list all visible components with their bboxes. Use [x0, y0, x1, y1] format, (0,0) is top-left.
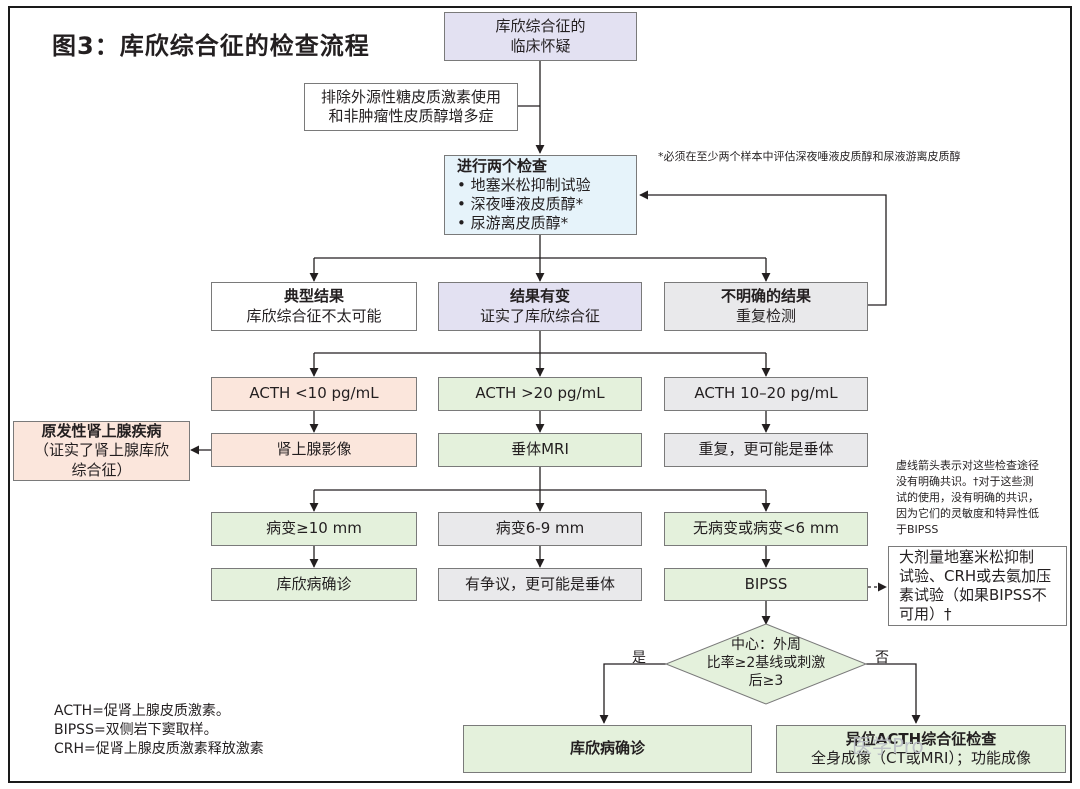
- dashed-note-line2: 没有明确共识。†对于这些测: [896, 474, 1034, 488]
- acth-mid-box: ACTH 10–20 pg/mL: [664, 377, 868, 411]
- clinical-suspicion-line1: 库欣综合征的: [495, 17, 586, 36]
- watermark: 医学Pro: [852, 734, 924, 758]
- ectopic-acth-sub: 全身成像（CT或MRI）；功能成像: [811, 749, 1031, 767]
- abnormal-result-box: 结果有变 证实了库欣综合征: [438, 282, 642, 331]
- alt-tests-line2: 试验、CRH或去氨加压: [899, 566, 1052, 585]
- ectopic-acth-title: 异位ACTH综合征检查: [845, 729, 997, 748]
- bipss-box: BIPSS: [664, 568, 868, 601]
- acth-high-box: ACTH >20 pg/mL: [438, 377, 642, 411]
- diamond-line2: 比率≥2基线或刺激: [706, 655, 826, 672]
- star-footnote: *必须在至少两个样本中评估深夜唾液皮质醇和尿液游离皮质醇: [658, 150, 961, 163]
- ectopic-acth-box: 异位ACTH综合征检查 全身成像（CT或MRI）；功能成像: [776, 725, 1066, 773]
- test-item-saliva: • 深夜唾液皮质醇*: [457, 195, 584, 213]
- disputed-box: 有争议，更可能是垂体: [438, 568, 642, 601]
- unclear-result-sub: 重复检测: [735, 306, 796, 325]
- acth-low-box: ACTH <10 pg/mL: [211, 377, 417, 411]
- final-cushing-dx-box: 库欣病确诊: [463, 725, 752, 773]
- dashed-note-line4: 因为它们的灵敏度和特异性低: [896, 506, 1039, 520]
- diamond-line1: 中心：外周: [731, 637, 801, 653]
- yes-label: 是: [632, 650, 646, 666]
- primary-adrenal-line2: （证实了肾上腺库欣: [33, 441, 169, 460]
- test-item-dexamethasone: • 地塞米松抑制试验: [457, 175, 591, 194]
- decision-diamond-text: 中心：外周 比率≥2基线或刺激 后≥3: [676, 636, 856, 691]
- abbr-bipss: BIPSS=双侧岩下窦取样。: [54, 721, 218, 738]
- repeat-box: 重复，更可能是垂体: [664, 433, 868, 467]
- figure-title: 图3：库欣综合征的检查流程: [52, 32, 370, 60]
- arrow-diamond-no: [866, 663, 921, 724]
- primary-adrenal-line3: 综合征）: [71, 460, 132, 479]
- alt-tests-line4: 可用）†: [899, 605, 952, 624]
- lesion-6-9mm-box: 病变6-9 mm: [438, 512, 642, 546]
- dashed-note-line5: 于BIPSS: [896, 522, 939, 536]
- clinical-suspicion-box: 库欣综合征的 临床怀疑: [444, 12, 637, 61]
- alt-tests-line3: 素试验（如果BIPSS不: [899, 586, 1047, 604]
- primary-adrenal-title: 原发性肾上腺疾病: [41, 422, 162, 441]
- no-label: 否: [875, 650, 889, 666]
- exclusion-box: 排除外源性糖皮质激素使用 和非肿瘤性皮质醇增多症: [304, 83, 518, 131]
- abbreviations-legend: ACTH=促肾上腺皮质激素。 BIPSS=双侧岩下窦取样。 CRH=促肾上腺皮质…: [54, 702, 264, 759]
- exclusion-line2: 和非肿瘤性皮质醇增多症: [328, 107, 494, 125]
- arrow-repeat-loop: [639, 190, 887, 306]
- pituitary-mri-box: 垂体MRI: [438, 433, 642, 467]
- exclusion-line1: 排除外源性糖皮质激素使用: [320, 87, 501, 106]
- abnormal-result-title: 结果有变: [509, 287, 570, 306]
- abbr-crh: CRH=促肾上腺皮质激素释放激素: [54, 740, 264, 757]
- unclear-result-box: 不明确的结果 重复检测: [664, 282, 868, 331]
- diamond-line3: 后≥3: [748, 673, 784, 690]
- abnormal-result-sub: 证实了库欣综合征: [479, 306, 600, 325]
- two-tests-title: 进行两个检查: [457, 156, 548, 175]
- two-tests-box: 进行两个检查 • 地塞米松抑制试验 • 深夜唾液皮质醇* • 尿游离皮质醇*: [444, 155, 637, 235]
- dashed-arrow-footnote: 虚线箭头表示对这些检查途径 没有明确共识。†对于这些测 试的使用，没有明确的共识…: [896, 458, 1039, 538]
- typical-result-box: 典型结果 库欣综合征不太可能: [211, 282, 417, 331]
- adrenal-imaging-box: 肾上腺影像: [211, 433, 417, 467]
- clinical-suspicion-line2: 临床怀疑: [510, 36, 571, 55]
- dashed-note-line3: 试的使用，没有明确的共识，: [896, 490, 1039, 504]
- arrow-diamond-yes: [599, 663, 666, 724]
- lesion-10mm-box: 病变≥10 mm: [211, 512, 417, 546]
- alt-tests-line1: 大剂量地塞米松抑制: [899, 547, 1035, 566]
- typical-result-sub: 库欣综合征不太可能: [246, 306, 382, 325]
- alternative-tests-box: 大剂量地塞米松抑制 试验、CRH或去氨加压 素试验（如果BIPSS不 可用）†: [888, 546, 1067, 626]
- test-item-urine: • 尿游离皮质醇*: [457, 214, 569, 233]
- lesion-none-box: 无病变或病变<6 mm: [664, 512, 868, 546]
- primary-adrenal-box: 原发性肾上腺疾病 （证实了肾上腺库欣 综合征）: [13, 421, 190, 481]
- typical-result-title: 典型结果: [283, 287, 344, 306]
- cushing-disease-dx-box: 库欣病确诊: [211, 568, 417, 601]
- unclear-result-title: 不明确的结果: [720, 287, 811, 306]
- dashed-note-line1: 虚线箭头表示对这些检查途径: [896, 459, 1039, 472]
- figure-frame: [8, 6, 1072, 783]
- abbr-acth: ACTH=促肾上腺皮质激素。: [54, 703, 230, 719]
- decision-diamond: [664, 623, 868, 705]
